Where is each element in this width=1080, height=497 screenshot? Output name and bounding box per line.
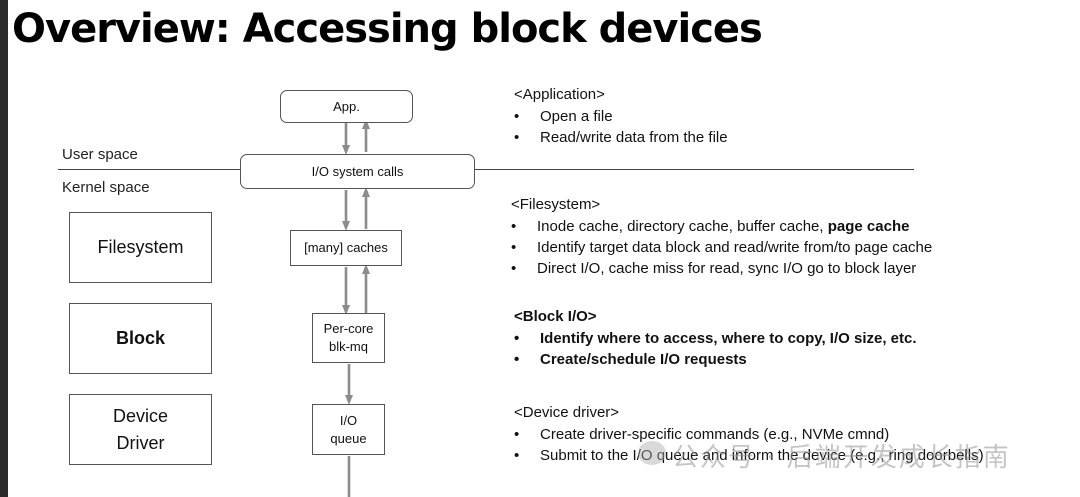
application-bullet-1: •Open a file [514, 108, 613, 125]
io-queue-box: I/O queue [312, 404, 385, 455]
user-kernel-separator [58, 169, 914, 170]
blkmq-label-line1: Per-core [323, 321, 374, 337]
filesystem-description: <Filesystem> •Inode cache, directory cac… [511, 196, 932, 279]
device-driver-heading: <Device driver> [514, 404, 620, 421]
block-io-bullet-2: •Create/schedule I/O requests [514, 351, 747, 368]
application-heading: <Application> [514, 86, 605, 103]
device-driver-layer-box: Device Driver [69, 394, 212, 465]
filesystem-layer-box: Filesystem [69, 212, 212, 283]
application-bullet-2: •Read/write data from the file [514, 129, 728, 146]
app-label: App. [333, 98, 360, 114]
user-space-label: User space [62, 146, 138, 163]
filesystem-bullet-1: •Inode cache, directory cache, buffer ca… [511, 218, 910, 235]
filesystem-bullet-2: •Identify target data block and read/wri… [511, 239, 933, 256]
blkmq-box: Per-core blk-mq [312, 313, 385, 363]
blkmq-label-line2: blk-mq [328, 339, 368, 354]
device-driver-description: <Device driver> •Create driver-specific … [514, 404, 984, 466]
block-io-description: <Block I/O> •Identify where to access, w… [514, 308, 917, 370]
io-syscalls-label: I/O system calls [311, 163, 404, 179]
slide-left-edge [0, 0, 8, 497]
device-driver-label-line1: Device [112, 406, 169, 427]
device-driver-bullet-2: •Submit to the I/O queue and inform the … [514, 447, 984, 464]
device-driver-label-line2: Driver [116, 432, 165, 453]
application-description: <Application> •Open a file •Read/write d… [514, 86, 728, 148]
watermark-text: 公众号 · 后端开发成长指南 [672, 443, 1011, 473]
block-layer-label: Block [115, 328, 166, 349]
block-io-bullet-1: •Identify where to access, where to copy… [514, 330, 917, 347]
wechat-icon [638, 441, 666, 465]
filesystem-bullet-3: •Direct I/O, cache miss for read, sync I… [511, 260, 917, 277]
caches-label: [many] caches [304, 240, 388, 256]
device-driver-bullet-1: •Create driver-specific commands (e.g., … [514, 426, 890, 443]
kernel-space-label: Kernel space [62, 179, 150, 196]
caches-box: [many] caches [290, 230, 402, 266]
block-io-heading: <Block I/O> [514, 308, 597, 325]
block-layer-box: Block [69, 303, 212, 374]
io-queue-label-line1: I/O [339, 412, 358, 428]
app-box: App. [280, 90, 413, 123]
io-syscalls-box: I/O system calls [240, 154, 475, 189]
slide-title: Overview: Accessing block devices [12, 6, 763, 52]
io-queue-label-line2: queue [330, 430, 367, 446]
filesystem-layer-label: Filesystem [97, 237, 184, 258]
filesystem-heading: <Filesystem> [511, 196, 601, 213]
